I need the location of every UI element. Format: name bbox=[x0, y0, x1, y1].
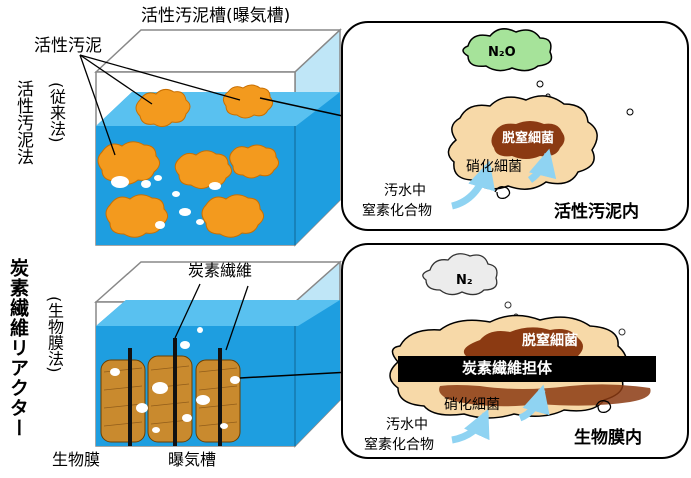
sludge-label: 活性汚泥 bbox=[34, 36, 102, 56]
air-bubbles-bottom bbox=[110, 327, 240, 433]
input-label-top-1: 汚水中 bbox=[384, 183, 426, 199]
input-arrow-top bbox=[451, 160, 496, 210]
method-label-reactor-sub: (生物膜法) bbox=[45, 296, 64, 373]
sludge-leader-lines bbox=[79, 54, 241, 156]
caption-bottom: 生物膜内 bbox=[574, 428, 642, 448]
nitrify-arrow-bottom bbox=[518, 384, 550, 422]
n2o-cloud bbox=[462, 28, 553, 72]
n2-cloud bbox=[422, 253, 498, 296]
method-label-reactor: 炭素繊維リアクター bbox=[7, 258, 29, 438]
denitrifier-blob-bottom bbox=[463, 327, 583, 356]
denitrifier-label-top: 脱窒細菌 bbox=[502, 131, 555, 146]
air-bubbles-top bbox=[111, 175, 221, 229]
activated-sludge-tank bbox=[94, 28, 342, 247]
nitrify-arrow-top bbox=[527, 148, 557, 183]
sludge-flocs bbox=[97, 84, 280, 238]
method-label-conventional-sub: (従来法) bbox=[47, 82, 66, 143]
activated-sludge-detail-bubble bbox=[341, 21, 689, 231]
zoom-line-top bbox=[259, 97, 353, 119]
swirl-top bbox=[494, 186, 511, 200]
tank-label: 活性汚泥槽(曝気槽) bbox=[141, 6, 291, 26]
input-label-bottom-1: 汚水中 bbox=[386, 417, 428, 433]
nitrifier-label-top: 硝化細菌 bbox=[466, 159, 522, 175]
tank2-water-surface bbox=[96, 300, 340, 326]
biofilm-detail-bubble bbox=[341, 243, 689, 459]
fiber-label: 炭素繊維 bbox=[188, 261, 253, 280]
fiber-leader-lines bbox=[174, 283, 249, 351]
n2o-label: N₂O bbox=[488, 45, 516, 60]
carrier-label: 炭素繊維担体 bbox=[462, 359, 553, 377]
carbon-fiber-reactor-tank bbox=[94, 260, 342, 448]
swirl-bottom bbox=[595, 400, 612, 414]
input-arrow-bottom bbox=[451, 408, 490, 444]
n2-label: N₂ bbox=[456, 273, 473, 288]
nitrifier-label-bottom: 硝化細菌 bbox=[444, 397, 500, 413]
aeration-label: 曝気槽 bbox=[168, 450, 217, 469]
carbon-fiber-rods bbox=[128, 338, 222, 446]
zoom-line-bottom bbox=[239, 371, 351, 379]
caption-top: 活性汚泥内 bbox=[554, 202, 639, 222]
denitrifier-label-bottom: 脱窒細菌 bbox=[522, 333, 578, 349]
method-label-conventional: 活性汚泥法 bbox=[13, 80, 33, 165]
biofilm-label: 生物膜 bbox=[52, 450, 101, 469]
input-label-top-2: 窒素化合物 bbox=[362, 203, 432, 219]
carbon-fiber-carrier bbox=[398, 356, 656, 382]
input-label-bottom-2: 窒素化合物 bbox=[364, 437, 434, 453]
